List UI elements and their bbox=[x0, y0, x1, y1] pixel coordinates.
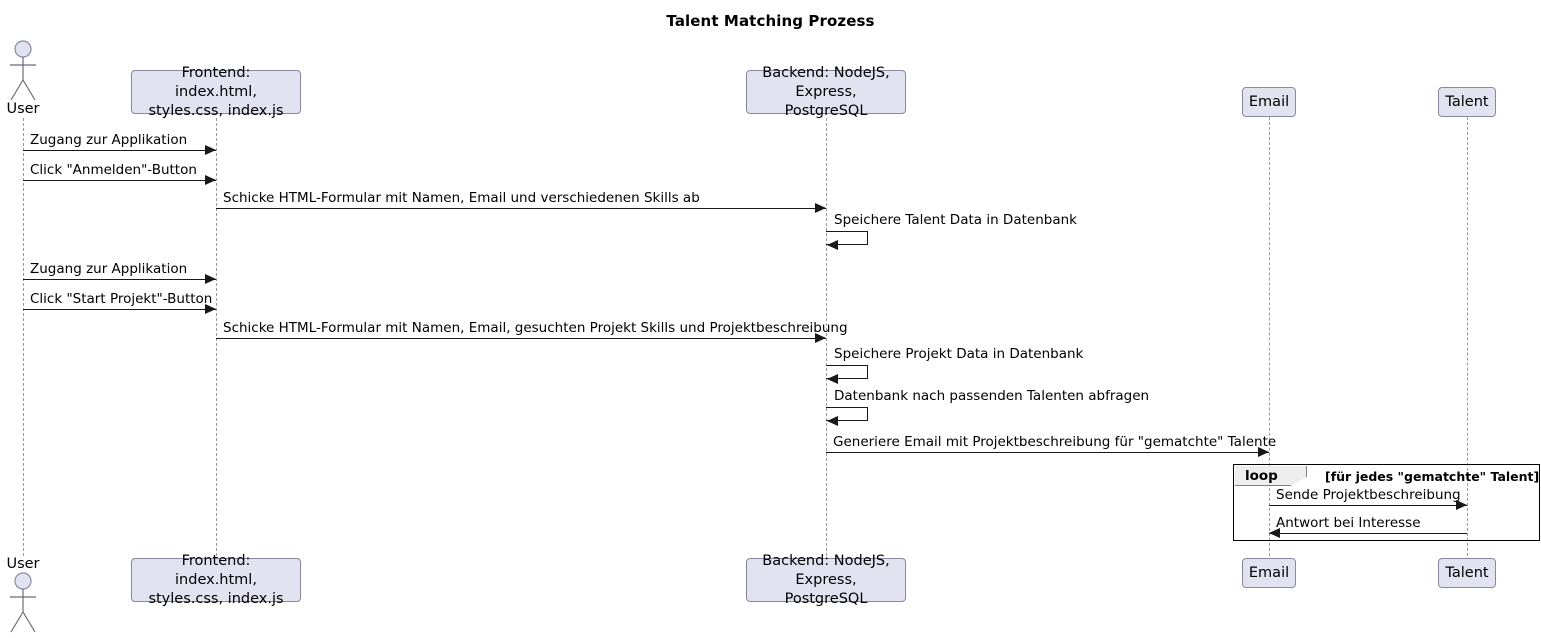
message-line-11 bbox=[1269, 533, 1467, 534]
message-line-10 bbox=[1269, 505, 1467, 506]
self-message-8 bbox=[826, 407, 868, 421]
message-label-3: Speichere Talent Data in Datenbank bbox=[834, 212, 1077, 228]
message-label-1: Click "Anmelden"-Button bbox=[30, 162, 197, 178]
actor-label-user: User bbox=[6, 556, 40, 572]
self-message-3 bbox=[826, 231, 868, 245]
message-line-1 bbox=[23, 180, 216, 181]
message-label-0: Zugang zur Applikation bbox=[30, 132, 188, 148]
message-label-8: Datenbank nach passenden Talenten abfrag… bbox=[834, 388, 1150, 404]
arrowhead-7 bbox=[827, 374, 838, 384]
lifeline-frontend bbox=[216, 118, 217, 556]
arrowhead-8 bbox=[827, 416, 838, 426]
self-message-7 bbox=[826, 365, 868, 379]
message-label-7: Speichere Projekt Data in Datenbank bbox=[834, 346, 1084, 362]
loop-fragment bbox=[1233, 464, 1540, 541]
message-label-10: Sende Projektbeschreibung bbox=[1276, 487, 1461, 503]
arrowhead-5 bbox=[205, 304, 216, 314]
arrowhead-4 bbox=[205, 274, 216, 284]
message-line-6 bbox=[216, 338, 826, 339]
arrowhead-6 bbox=[815, 333, 826, 343]
arrowhead-9 bbox=[1258, 447, 1269, 457]
loop-fragment-tab bbox=[1234, 465, 1307, 486]
actor-user-bottom bbox=[7, 572, 39, 634]
actor-user-top bbox=[7, 40, 39, 102]
message-line-9 bbox=[826, 452, 1269, 453]
participant-backend-bottom[interactable]: Backend: NodeJS, Express, PostgreSQL bbox=[746, 553, 906, 607]
message-line-0 bbox=[23, 150, 216, 151]
message-line-4 bbox=[23, 279, 216, 280]
lifeline-talent bbox=[1467, 117, 1468, 556]
lifeline-email bbox=[1269, 117, 1270, 556]
message-label-5: Click "Start Projekt"-Button bbox=[30, 291, 213, 307]
message-label-2: Schicke HTML-Formular mit Namen, Email u… bbox=[223, 190, 700, 206]
message-line-5 bbox=[23, 309, 216, 310]
lifeline-backend bbox=[826, 118, 827, 556]
arrowhead-1 bbox=[205, 175, 216, 185]
message-label-9: Generiere Email mit Projektbeschreibung … bbox=[833, 434, 1277, 450]
participant-backend-top[interactable]: Backend: NodeJS, Express, PostgreSQL bbox=[746, 65, 906, 119]
message-label-6: Schicke HTML-Formular mit Namen, Email, … bbox=[223, 320, 848, 336]
message-label-4: Zugang zur Applikation bbox=[30, 261, 188, 277]
lifeline-user bbox=[23, 118, 24, 556]
arrowhead-11 bbox=[1269, 528, 1280, 538]
participant-email-bottom[interactable]: Email bbox=[1242, 558, 1296, 588]
loop-fragment-tab-label: loop bbox=[1245, 468, 1278, 484]
participant-talent-bottom[interactable]: Talent bbox=[1438, 558, 1496, 588]
page-title: Talent Matching Prozess bbox=[666, 12, 875, 30]
arrowhead-10 bbox=[1456, 500, 1467, 510]
actor-label-user: User bbox=[6, 101, 40, 117]
arrowhead-2 bbox=[815, 203, 826, 213]
loop-fragment-condition: [für jedes "gematchte" Talent] bbox=[1325, 469, 1540, 484]
participant-frontend-bottom[interactable]: Frontend: index.html, styles.css, index.… bbox=[131, 553, 301, 607]
participant-email-top[interactable]: Email bbox=[1242, 87, 1296, 117]
arrowhead-0 bbox=[205, 145, 216, 155]
arrowhead-3 bbox=[827, 240, 838, 250]
message-label-11: Antwort bei Interesse bbox=[1276, 515, 1421, 531]
message-line-2 bbox=[216, 208, 826, 209]
participant-talent-top[interactable]: Talent bbox=[1438, 87, 1496, 117]
participant-frontend-top[interactable]: Frontend: index.html, styles.css, index.… bbox=[131, 65, 301, 119]
